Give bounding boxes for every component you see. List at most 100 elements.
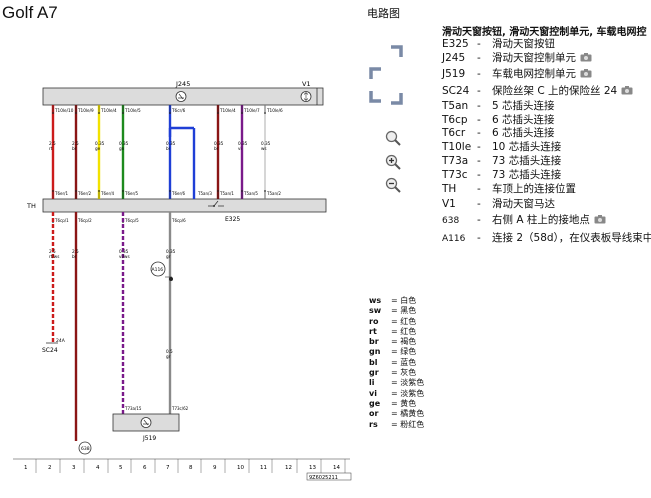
grid-number: 8 [189, 465, 193, 471]
wire-section-label: 0.5 [166, 349, 173, 354]
th-top-pin-label: T6er/1 [54, 191, 68, 196]
legend-heading: 滑动天窗按钮, 滑动天窗控制单元, 车载电网控 [442, 27, 647, 38]
zoom-in-icon[interactable] [385, 154, 401, 170]
legend-row: A116-连接 2（58d），在仪表板导线束中 [442, 231, 651, 245]
v1-motor-icon [300, 91, 312, 102]
camera-icon[interactable] [594, 215, 606, 224]
pin-dot [52, 112, 54, 114]
color-abbr: vi [369, 388, 377, 398]
equals-sign: = [391, 296, 401, 305]
color-name: 灰色 [400, 368, 417, 378]
color-name: 红色 [400, 316, 417, 326]
pan-up-arrow-icon[interactable] [388, 44, 404, 60]
legend-dash: - [477, 155, 481, 167]
camera-icon[interactable] [580, 69, 592, 78]
legend-code: T5an [442, 100, 469, 112]
legend-code: SC24 [442, 85, 470, 97]
zoom-fit-icon[interactable] [385, 130, 401, 146]
legend-dash: - [477, 85, 481, 97]
legend-code: J519 [442, 68, 466, 80]
legend-dash: - [477, 198, 481, 210]
th-top-pin-label: T5an/5 [243, 191, 258, 196]
color-key-row: gr= 灰色 [369, 368, 424, 378]
color-abbr: br [369, 337, 379, 347]
color-name: 淡紫色 [400, 378, 425, 388]
color-key-row: sw= 黑色 [369, 306, 424, 316]
ground-point-label: 638 [81, 446, 90, 452]
legend-code: TH [442, 183, 457, 195]
legend-desc: 73 芯插头连接 [492, 169, 562, 181]
legend-dash: - [477, 169, 481, 181]
grid-number: 2 [48, 465, 52, 471]
equals-sign: = [391, 306, 401, 316]
zoom-out-icon[interactable] [385, 177, 401, 193]
color-name: 红色 [400, 326, 417, 336]
wire-section-label: 2.5 [49, 249, 56, 254]
legend-row: J245-滑动天窗控制单元 [442, 51, 592, 65]
legend-code: T6cr [442, 127, 466, 139]
wire-section-label: 0.35 [261, 141, 271, 146]
color-key-row: vi= 淡紫色 [369, 389, 424, 399]
th-bottom-pin-label: T6cp/1 [54, 218, 69, 223]
legend-desc: 5 芯插头连接 [492, 100, 555, 112]
th-top-pin-label: T5an/3 [197, 191, 212, 196]
j519-pin-label: T73a/15 [124, 406, 142, 411]
pin-dot [264, 112, 266, 114]
legend-row: T73c-73 芯插头连接 [442, 168, 561, 182]
camera-icon[interactable] [621, 86, 633, 95]
pin-dot [217, 112, 219, 114]
wire-color-label: bl [166, 146, 170, 151]
th-top-pin-label: T5an/1 [219, 191, 234, 196]
equals-sign: = [391, 337, 401, 347]
legend-dash: - [477, 214, 481, 226]
top-pin-label: T10le/10 [54, 108, 74, 113]
wire-color-label: br [214, 146, 219, 151]
top-pin-label: T10le/7 [243, 108, 260, 113]
color-key-row: br = 褐色 [369, 337, 424, 347]
pan-right-arrow-icon[interactable] [388, 90, 404, 106]
pin-dot [122, 112, 124, 114]
legend-row: J519-车载电网控制单元 [442, 67, 592, 81]
footer-code: 9Z6025211 [309, 475, 338, 481]
j519-pin-label: T73c/62 [171, 406, 189, 411]
legend-code: J245 [442, 52, 466, 64]
th-top-pin-label: T6er/5 [124, 191, 138, 196]
color-abbr: sw [369, 306, 382, 316]
pan-down-arrow-icon[interactable] [368, 88, 384, 104]
grid-number: 14 [333, 465, 340, 471]
wire-section-label: 0.35 [119, 249, 129, 254]
equals-sign: = [391, 368, 401, 378]
pin-dot [217, 190, 219, 192]
pan-left-arrow-icon[interactable] [368, 66, 384, 82]
color-name: 蓝色 [400, 357, 417, 367]
top-pin-label: T10le/5 [124, 108, 141, 113]
v1-label: V1 [302, 80, 311, 88]
pin-dot [241, 112, 243, 114]
color-name: 褐色 [400, 337, 417, 347]
legend-code: 638 [442, 216, 460, 226]
legend-dash: - [477, 100, 481, 112]
blue-wire-loop [168, 126, 196, 199]
pin-dot [75, 190, 77, 192]
color-key-row: rs= 粉红色 [369, 420, 424, 430]
wire-section-label: 0.35 [166, 141, 176, 146]
color-abbr: li [369, 378, 375, 388]
color-abbr: rs [369, 419, 378, 429]
equals-sign: = [391, 419, 401, 429]
top-pin-label: T6cr/6 [171, 108, 186, 113]
legend-code: A116 [442, 234, 466, 244]
pin-dot [52, 190, 54, 192]
legend-desc: 滑动天窗按钮 [492, 38, 555, 50]
equals-sign: = [391, 378, 401, 388]
color-name: 黄色 [400, 398, 417, 408]
grid-number: 7 [166, 465, 170, 471]
j519-label: J519 [142, 435, 156, 442]
sc24-label: SC24 [42, 347, 58, 354]
color-name: 淡紫色 [400, 388, 425, 398]
camera-icon[interactable] [580, 53, 592, 62]
color-key-row: bl= 蓝色 [369, 358, 424, 368]
equals-sign: = [391, 409, 401, 419]
legend-dash: - [477, 52, 481, 64]
legend-desc: 连接 2（58d），在仪表板导线束中 [492, 232, 651, 244]
